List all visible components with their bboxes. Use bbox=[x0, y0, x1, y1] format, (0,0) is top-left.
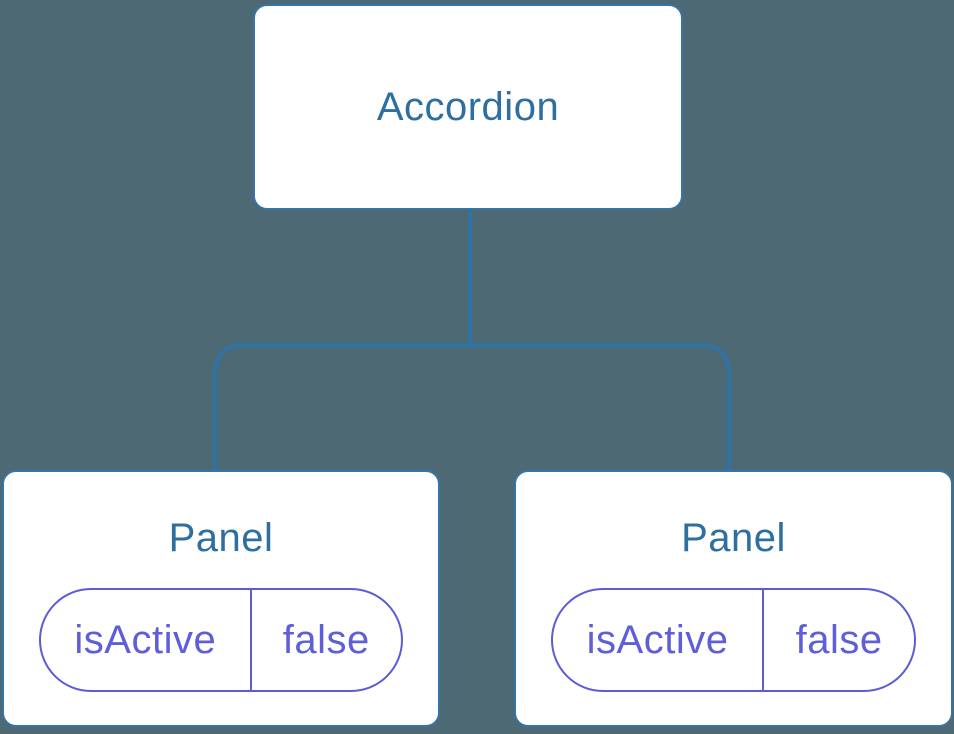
panel-node-left: Panel isActive false bbox=[2, 470, 440, 727]
panel-right-state-pill: isActive false bbox=[551, 588, 916, 692]
panel-node-right: Panel isActive false bbox=[514, 470, 953, 727]
accordion-node: Accordion bbox=[253, 4, 683, 210]
accordion-node-label: Accordion bbox=[376, 85, 560, 129]
panel-left-label: Panel bbox=[168, 516, 274, 560]
panel-right-state-value: false bbox=[795, 617, 883, 662]
panel-left-state-key: isActive bbox=[41, 590, 252, 690]
panel-right-label: Panel bbox=[681, 516, 786, 560]
panel-left-state-pill: isActive false bbox=[39, 588, 403, 692]
connector-bracket bbox=[213, 343, 731, 470]
panel-right-state-key: isActive bbox=[553, 590, 765, 690]
connector-stem bbox=[468, 209, 472, 345]
panel-left-state-value: false bbox=[282, 617, 370, 662]
